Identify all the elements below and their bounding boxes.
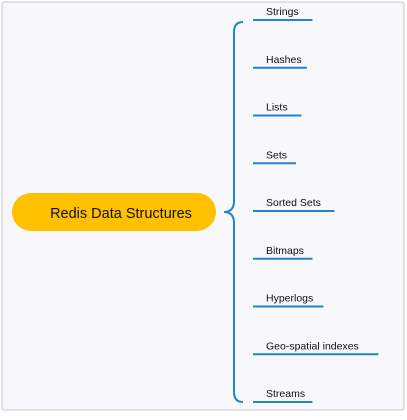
child-node[interactable]: Bitmaps <box>253 245 313 260</box>
child-node-label: Lists <box>266 102 288 114</box>
child-node[interactable]: Sorted Sets <box>253 197 335 212</box>
child-node-label: Hyperlogs <box>266 293 313 305</box>
root-node-label: Redis Data Structures <box>50 206 192 222</box>
child-node-label: Streams <box>266 388 305 400</box>
child-node[interactable]: Geo-spatial indexes <box>253 340 379 356</box>
child-node[interactable]: Strings <box>253 6 313 21</box>
child-node-label: Bitmaps <box>266 245 304 257</box>
child-node[interactable]: Lists <box>253 102 302 117</box>
child-node[interactable]: Sets <box>253 149 296 165</box>
child-node-label: Geo-spatial indexes <box>266 340 359 352</box>
child-node-label: Hashes <box>266 54 302 66</box>
root-node-shape <box>12 193 216 231</box>
child-node[interactable]: Hashes <box>253 54 307 69</box>
child-node-label: Sets <box>266 149 287 161</box>
brace-connector <box>223 21 244 403</box>
child-node[interactable]: Hyperlogs <box>253 293 324 308</box>
child-node[interactable]: Streams <box>253 388 313 403</box>
root-node[interactable]: Redis Data Structures <box>12 193 216 231</box>
child-node-label: Strings <box>266 6 299 18</box>
child-node-label: Sorted Sets <box>266 197 321 209</box>
